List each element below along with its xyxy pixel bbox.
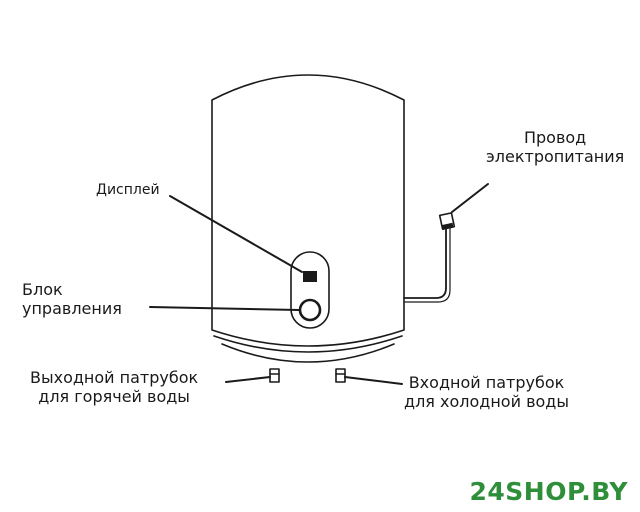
label-inlet-line1: Входной патрубок	[408, 373, 565, 392]
tank-bottom-rim	[213, 335, 403, 353]
label-display-text: Дисплей	[96, 182, 160, 198]
tank-body	[211, 74, 405, 347]
tank-bottom-cap	[221, 343, 395, 363]
label-display: Дисплей	[96, 182, 160, 199]
leader-inlet	[344, 376, 403, 385]
label-power-line2: электропитания	[486, 146, 625, 166]
label-inlet-line2: для холодной воды	[404, 391, 569, 411]
leader-display	[169, 195, 303, 273]
label-cold-inlet: Входной патрубок для холодной воды	[404, 373, 569, 412]
plug-band	[441, 222, 454, 230]
label-outlet-line1: Выходной патрубок	[30, 368, 199, 387]
label-hot-outlet: Выходной патрубок для горячей воды	[30, 368, 199, 407]
power-cord	[403, 227, 447, 299]
outlet-pipe	[269, 368, 280, 383]
label-power-cord: Провод электропитания	[486, 128, 625, 167]
leader-control	[149, 306, 300, 311]
display-screen	[303, 271, 317, 282]
label-control-line2: управления	[22, 298, 122, 318]
label-control-unit: Блок управления	[22, 280, 122, 319]
power-cord-inner	[403, 227, 451, 303]
inlet-pipe	[335, 368, 346, 383]
shop-watermark: 24SHOP.BY	[469, 477, 628, 506]
label-power-line1: Провод	[523, 128, 587, 147]
leader-power	[451, 183, 489, 213]
label-outlet-line2: для горячей воды	[38, 386, 190, 406]
label-control-line1: Блок	[22, 280, 63, 299]
control-knob	[298, 298, 322, 322]
control-panel	[290, 251, 330, 329]
leader-outlet	[225, 376, 271, 383]
